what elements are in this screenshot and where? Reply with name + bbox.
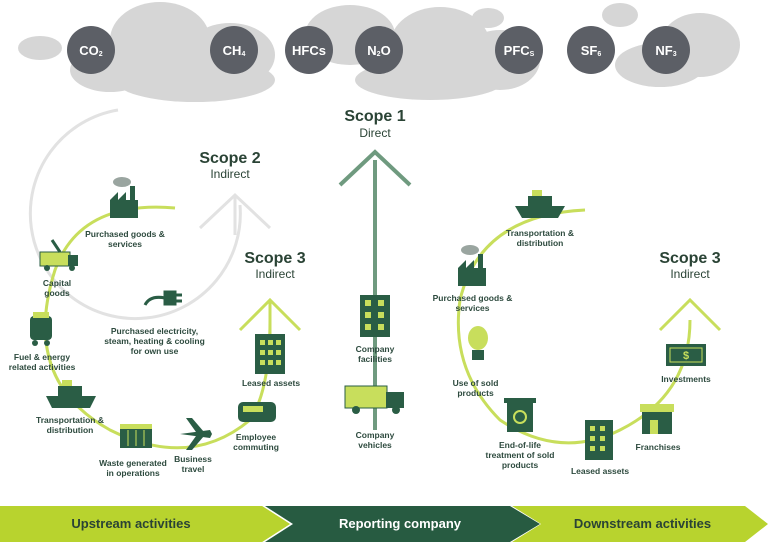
label-business-travel: Business travel [174, 454, 212, 474]
activity-bar [0, 506, 768, 542]
waste-container-icon [120, 424, 152, 448]
label-company-facilities: Company facilities [355, 344, 395, 364]
leased-building-icon-upstream [255, 334, 285, 374]
factory-icon [110, 177, 138, 218]
label-fuel-energy: Fuel & energy related activities [8, 352, 76, 372]
label-leased-assets-downstream: Leased assets [570, 466, 630, 476]
scope3-upstream-title: Scope 3 [244, 250, 306, 267]
company-truck-icon [344, 385, 404, 414]
scope2-arc [28, 108, 272, 321]
scope2-title: Scope 2 [199, 150, 261, 167]
label-end-of-life: End-of-life treatment of sold products [485, 440, 555, 470]
ship-icon-upstream [46, 380, 96, 408]
scope3-downstream-title: Scope 3 [659, 250, 721, 267]
bar-reporting-company: Reporting company [338, 516, 462, 531]
scope1-subtitle: Direct [359, 126, 391, 140]
label-purchased-goods-downstream: Purchased goods & services [432, 293, 513, 313]
leased-building-icon-downstream [585, 420, 613, 460]
plug-icon [143, 290, 182, 306]
label-transport-upstream: Transportation & distribution [35, 415, 104, 435]
label-employee-commuting: Employee commuting [233, 432, 279, 452]
factory-icon-downstream [458, 245, 486, 286]
franchise-shop-icon [640, 404, 674, 434]
money-icon: $ [666, 344, 706, 366]
lightbulb-icon [468, 326, 488, 360]
label-company-vehicles: Company vehicles [355, 430, 395, 450]
downstream-curve [456, 208, 692, 445]
label-purchased-goods-upstream: Purchased goods & services [85, 229, 165, 249]
label-transport-downstream: Transportation & distribution [505, 228, 574, 248]
capital-goods-truck-icon [39, 239, 78, 271]
bar-upstream-activities: Upstream activities [71, 516, 191, 531]
train-icon [238, 402, 276, 422]
fuel-wagon-icon [30, 312, 52, 346]
scope1-title: Scope 1 [344, 108, 406, 125]
ship-icon-downstream [515, 190, 565, 218]
label-waste: Waste generated in operations [99, 458, 167, 478]
label-use-sold-products: Use of sold products [452, 378, 499, 398]
svg-text:$: $ [683, 350, 689, 362]
downstream-arrowhead [658, 297, 722, 332]
label-investments: Investments [661, 374, 711, 384]
bar-downstream-activities: Downstream activities [573, 516, 712, 531]
scope2-subtitle: Indirect [210, 167, 250, 181]
company-facility-icon [360, 295, 390, 337]
gas-hfcs: HFCs [285, 26, 333, 74]
label-franchises: Franchises [635, 442, 681, 452]
recycle-bin-icon [504, 398, 536, 432]
scope3-upstream-subtitle: Indirect [255, 267, 295, 281]
label-purchased-electricity: Purchased electricity, steam, heating & … [104, 326, 205, 356]
label-leased-assets-upstream: Leased assets [241, 378, 301, 388]
scope3-downstream-subtitle: Indirect [670, 267, 710, 281]
label-capital-goods: Capital goods [42, 278, 72, 298]
airplane-icon [180, 418, 212, 450]
